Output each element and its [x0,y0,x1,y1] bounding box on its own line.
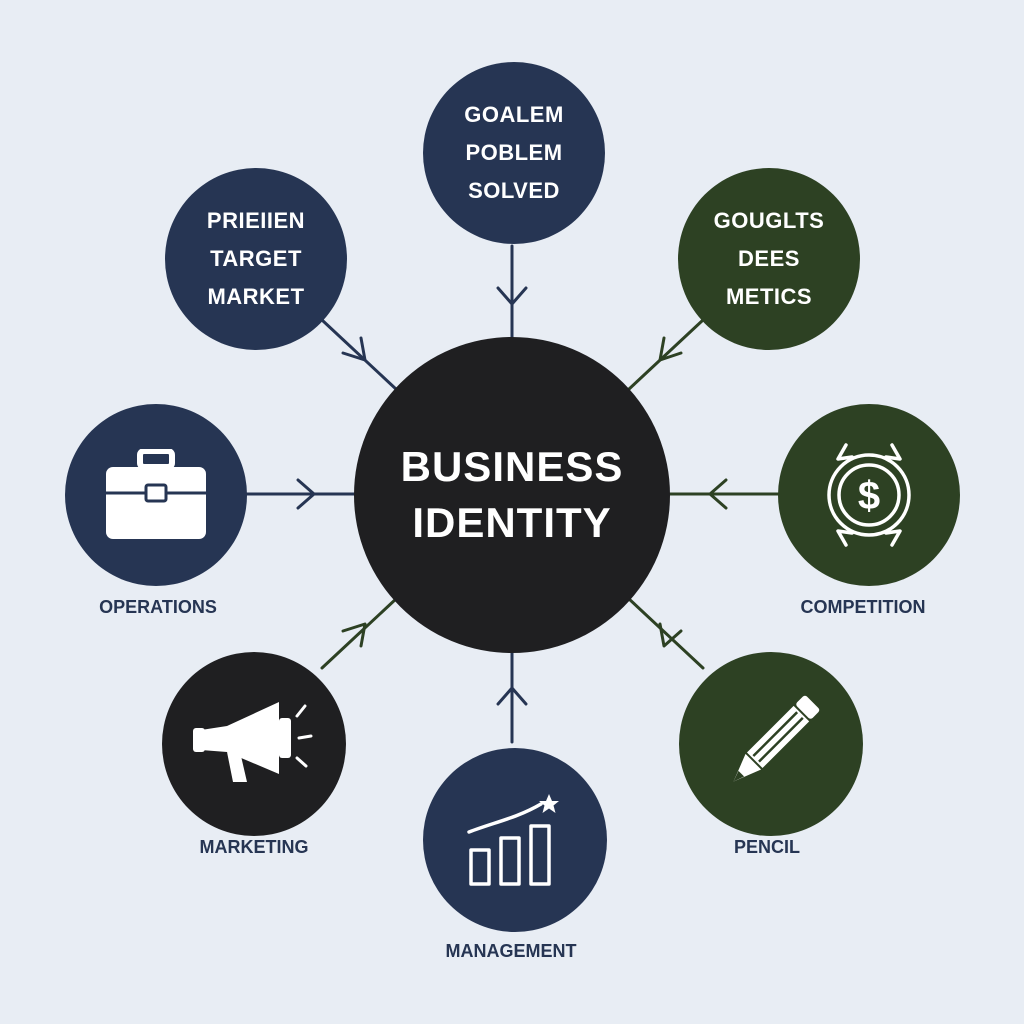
pencil-icon [733,695,820,782]
node-upper-left-line-2: TARGET [210,246,302,271]
arrow-upper-right-to-center [626,318,705,392]
node-upper-right-line-3: METICS [725,284,813,309]
arrow-left-to-center [244,478,356,510]
dollar-coin-icon: $ [827,443,911,547]
node-upper-left: PRIEIIEN TARGET MARKET [165,168,347,350]
center-title-line-1: BUSINESS [400,443,624,490]
caption-competition: COMPETITION [800,597,926,617]
megaphone-icon [193,702,313,782]
node-top-line-2: POBLEM [465,140,563,165]
node-top-line-3: SOLVED [468,178,560,203]
node-upper-right: GOUGLTS DEES METICS [678,168,860,350]
node-lower-right-pencil [679,652,863,836]
center-node-business-identity: BUSINESS IDENTITY [354,337,670,653]
node-top-line-1: GOALEM [464,102,564,127]
arrow-top-to-center [496,244,528,352]
node-right-competition: $ [778,404,960,586]
caption-management: MANAGEMENT [445,941,577,961]
growth-chart-icon [467,794,559,886]
caption-marketing: MARKETING [199,837,309,857]
briefcase-icon [106,449,206,539]
caption-pencil: PENCIL [733,837,801,857]
caption-operations: OPERATIONS [99,597,217,617]
node-upper-left-line-1: PRIEIIEN [206,208,306,233]
node-upper-right-line-1: GOUGLTS [713,208,825,233]
node-bottom-management [423,748,607,932]
node-lower-left-marketing [162,652,346,836]
arrow-upper-left-to-center [320,318,399,392]
arrow-right-to-center [668,478,780,510]
arrow-lower-right-to-center [626,596,705,670]
node-upper-left-line-3: MARKET [207,284,305,309]
svg-text:$: $ [858,474,880,518]
arrow-center-to-lower-left [320,596,399,670]
center-title-line-2: IDENTITY [412,499,612,546]
node-top: GOALEM POBLEM SOLVED [423,62,605,244]
node-left-operations [65,404,247,586]
node-upper-right-line-2: DEES [738,246,800,271]
arrow-center-to-bottom [496,650,528,744]
